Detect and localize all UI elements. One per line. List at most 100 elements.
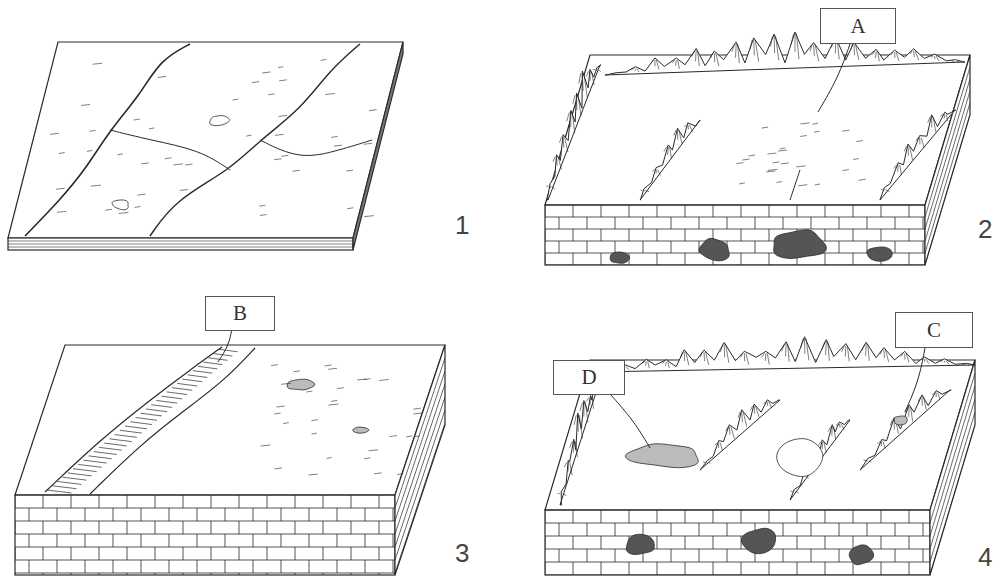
- slope-hatch: [700, 352, 702, 357]
- joint-line: [587, 549, 588, 562]
- joint-line: [615, 523, 616, 536]
- bedding-line: [545, 510, 930, 511]
- joint-line: [685, 562, 686, 575]
- slope-hatch: [570, 462, 572, 475]
- joint-line: [587, 523, 588, 536]
- surface-tick: [364, 216, 374, 217]
- slope-hatch: [563, 494, 567, 496]
- slope-hatch: [911, 407, 913, 422]
- surface-tick: [312, 433, 317, 434]
- scarp-hatch: [208, 358, 227, 361]
- slope-hatch: [756, 406, 759, 417]
- surface-tick: [283, 423, 289, 424]
- bedding-line: [545, 562, 930, 563]
- label-box: D: [553, 360, 625, 395]
- slope-hatch: [904, 353, 905, 359]
- scarp-hatch: [94, 452, 117, 455]
- joint-line: [85, 534, 86, 547]
- surface-tick: [346, 170, 353, 171]
- surface-tick: [856, 141, 863, 142]
- slope-hatch: [810, 45, 812, 52]
- joint-line: [699, 523, 700, 536]
- slope-hatch: [577, 415, 578, 431]
- joint-line: [699, 549, 700, 562]
- panel-number: 3: [455, 540, 469, 566]
- surface-tick: [778, 150, 787, 151]
- slope-hatch: [720, 344, 722, 351]
- joint-line: [713, 562, 714, 575]
- slope-hatch: [582, 73, 584, 91]
- leader-lines: [218, 44, 925, 448]
- bedding-line: [395, 410, 445, 560]
- joint-line: [211, 573, 212, 575]
- joint-line: [685, 253, 686, 265]
- slope-hatch: [741, 353, 743, 357]
- slope-hatch: [546, 185, 548, 187]
- slope-hatch: [946, 361, 949, 364]
- slope-hatch: [881, 189, 883, 190]
- scarp-hatch: [99, 447, 122, 450]
- slope-hatch: [806, 339, 809, 361]
- slope-hatch: [680, 352, 682, 357]
- slope-hatch: [869, 461, 871, 463]
- slope-hatch: [631, 68, 634, 70]
- joint-line: [559, 217, 560, 229]
- slope-hatch: [575, 441, 577, 457]
- surface-tick: [364, 143, 373, 144]
- joint-line: [225, 560, 226, 573]
- joint-line: [239, 495, 240, 508]
- scarp-top: [45, 347, 222, 492]
- slope-hatch: [656, 60, 659, 69]
- joint-line: [895, 217, 896, 229]
- bedding-line: [15, 495, 395, 496]
- joint-line: [769, 253, 770, 265]
- slope-hatch: [593, 69, 596, 70]
- strata-line: [353, 48, 403, 244]
- joint-line: [643, 217, 644, 229]
- bedding-line: [930, 425, 975, 575]
- slope-hatch: [716, 53, 719, 66]
- scarp-hatch: [104, 443, 127, 446]
- surface-tick: [87, 150, 92, 151]
- joint-line: [783, 217, 784, 229]
- slope-hatch: [754, 406, 756, 414]
- surface-tick: [368, 450, 378, 451]
- stream: [110, 130, 230, 170]
- surface-tick: [781, 163, 789, 164]
- surface-tick: [133, 119, 139, 120]
- joint-line: [155, 547, 156, 560]
- front-face: [15, 495, 395, 575]
- slope-hatch: [828, 427, 831, 432]
- joint-line: [573, 536, 574, 549]
- scarp-hatch: [162, 396, 183, 399]
- slope-hatch: [561, 493, 563, 495]
- slope-hatch: [637, 69, 639, 72]
- joint-line: [727, 549, 728, 562]
- surface-tick: [321, 59, 327, 60]
- slope-hatch: [822, 442, 823, 449]
- joint-line: [923, 217, 924, 229]
- slope-hatch: [946, 114, 948, 121]
- joint-line: [825, 562, 826, 575]
- surface-tick: [259, 205, 265, 206]
- surface-tick: [59, 153, 65, 154]
- slope-hatch: [931, 56, 933, 57]
- joint-line: [99, 495, 100, 508]
- slope-hatch: [578, 95, 581, 116]
- mountain-ridge: [700, 400, 780, 470]
- hill-patch: [112, 200, 128, 210]
- bedding-line: [395, 423, 445, 573]
- slope-hatch: [955, 61, 956, 63]
- joint-line: [43, 573, 44, 575]
- surface-tick: [739, 183, 745, 184]
- slope-hatch: [735, 44, 737, 58]
- slope-hatch: [941, 360, 943, 361]
- joint-line: [393, 508, 394, 521]
- surface-tick: [389, 436, 397, 437]
- label-box: B: [205, 296, 275, 331]
- slope-hatch: [684, 125, 686, 127]
- leader-line: [610, 394, 650, 448]
- slope-hatch: [592, 71, 595, 85]
- panel-number: 4: [978, 544, 992, 570]
- joint-line: [811, 523, 812, 536]
